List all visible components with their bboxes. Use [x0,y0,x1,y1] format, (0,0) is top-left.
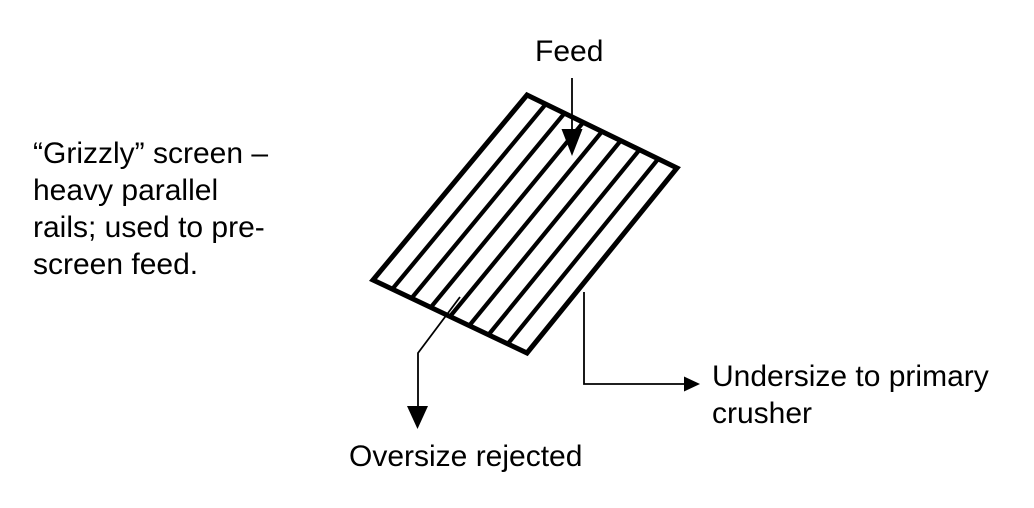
feed-arrowhead-icon [561,129,583,156]
grizzly-description-text: “Grizzly” screen – heavy parallel rails;… [33,137,269,281]
screen-rail [467,139,623,327]
screen-rail [409,111,567,300]
undersize-arrowhead-icon [684,376,700,392]
oversize-label: Oversize rejected [349,440,583,473]
screen-rail [429,121,585,309]
screen-rail [486,148,642,337]
undersize-label: Undersize to primary crusher [712,360,989,430]
feed-arrow [561,78,583,156]
screen-rail [390,102,548,291]
screen-rails [390,102,660,346]
undersize-arrow [583,292,700,392]
screen-rail [448,130,604,318]
oversize-arrow-line [417,296,461,407]
screen-rail [506,157,660,346]
oversize-arrowhead-icon [407,406,428,429]
feed-label: Feed [535,35,604,68]
oversize-arrow [407,296,461,429]
undersize-arrow-line [583,292,686,385]
